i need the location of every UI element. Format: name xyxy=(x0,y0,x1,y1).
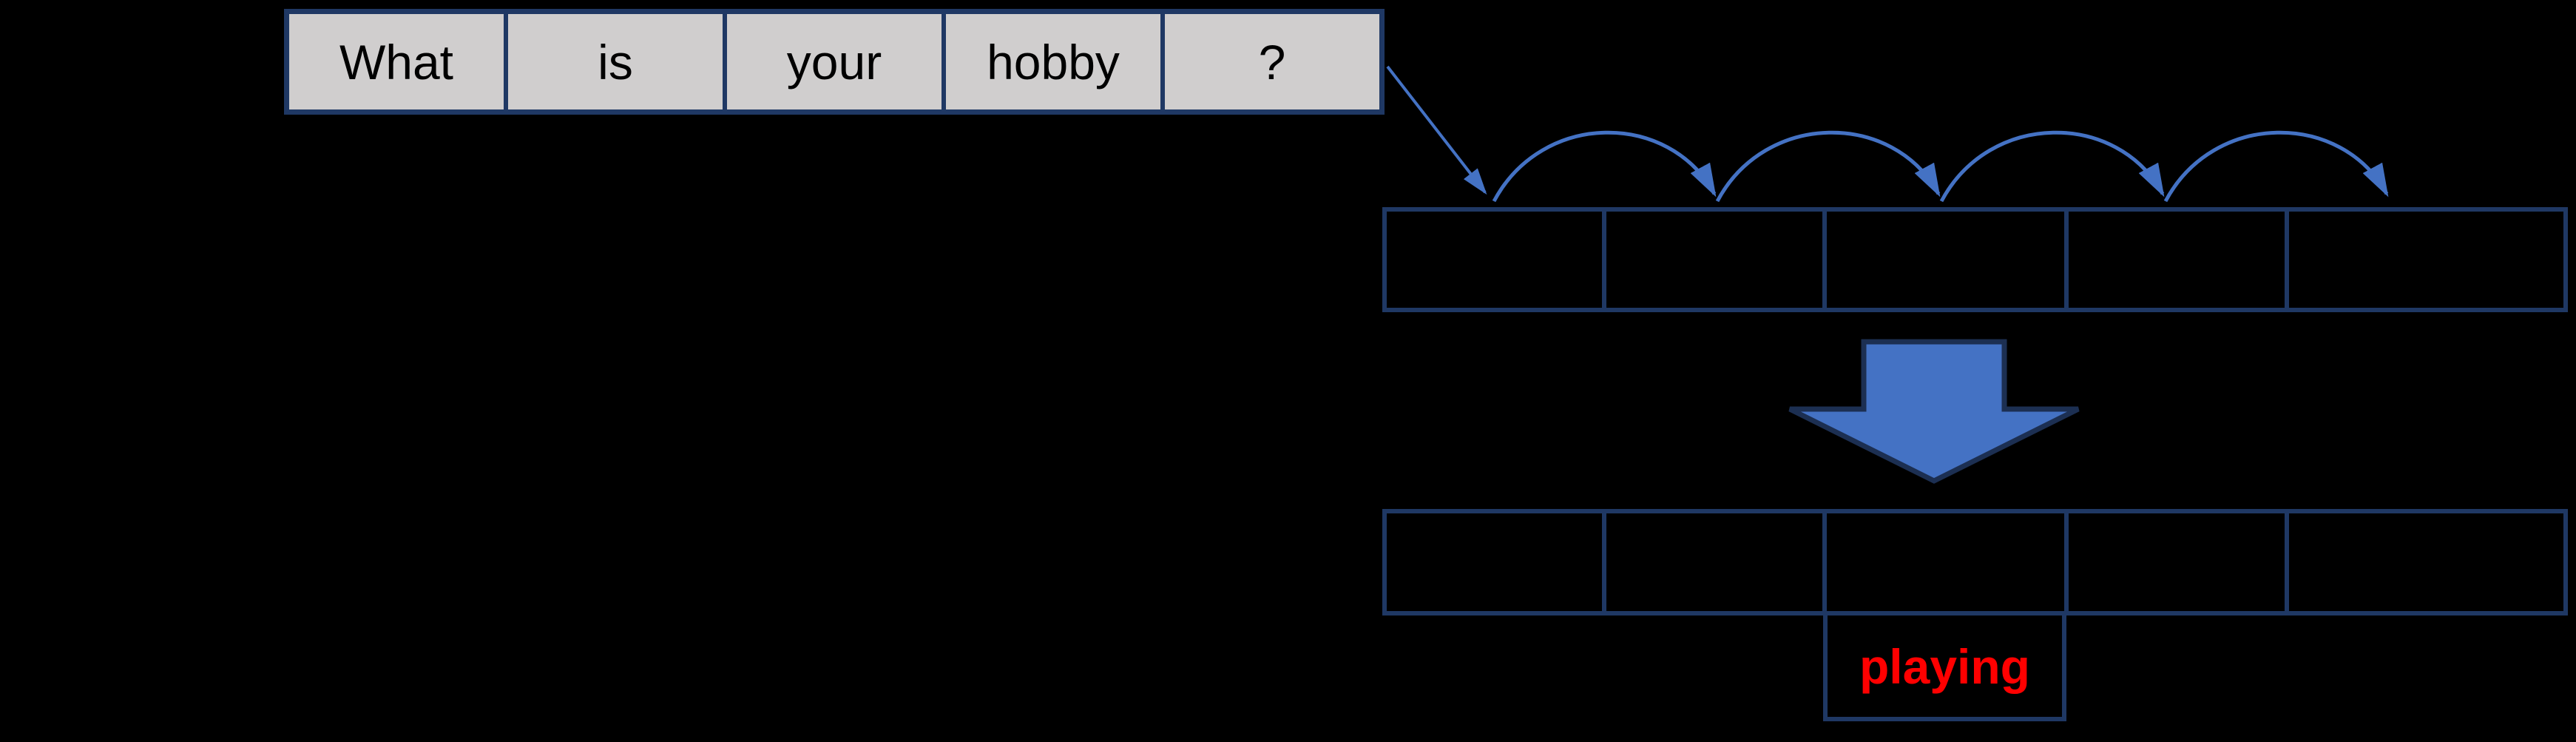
prediction-label: playing xyxy=(1859,638,2031,694)
sentence-token-cell: your xyxy=(723,14,942,109)
hop-arrow-icon xyxy=(1715,130,1941,203)
embedding-row xyxy=(1382,207,2568,312)
sentence-token-cell-label: is xyxy=(598,34,633,90)
embedding-cell xyxy=(2064,212,2284,308)
sentence-token-cell: What xyxy=(289,14,504,109)
output-cell xyxy=(1822,513,2065,611)
embedding-cell xyxy=(2284,212,2563,308)
sentence-to-row-arrow-icon xyxy=(1386,65,1487,195)
sentence-token-cell: is xyxy=(504,14,723,109)
output-row xyxy=(1382,509,2568,615)
sentence-token-cell-label: ? xyxy=(1258,34,1286,90)
output-cell xyxy=(2064,513,2284,611)
prediction-box: playing xyxy=(1823,611,2066,721)
hop-arrow-icon xyxy=(1939,130,2165,203)
big-down-arrow-icon xyxy=(1788,339,2080,484)
sentence-row: What is your hobby? xyxy=(284,9,1385,115)
sentence-token-cell: ? xyxy=(1160,14,1379,109)
embedding-cell xyxy=(1602,212,1822,308)
embedding-cell xyxy=(1387,212,1602,308)
sentence-token-cell-label: your xyxy=(786,34,882,90)
output-cell xyxy=(2284,513,2563,611)
embedding-cell xyxy=(1822,212,2065,308)
output-cell xyxy=(1602,513,1822,611)
sentence-token-cell-label: What xyxy=(339,34,454,90)
sentence-token-cell-label: hobby xyxy=(987,34,1120,90)
hop-arrow-icon xyxy=(2163,130,2389,203)
hop-arrow-icon xyxy=(1492,130,1717,203)
sentence-token-cell: hobby xyxy=(942,14,1160,109)
output-cell xyxy=(1387,513,1602,611)
